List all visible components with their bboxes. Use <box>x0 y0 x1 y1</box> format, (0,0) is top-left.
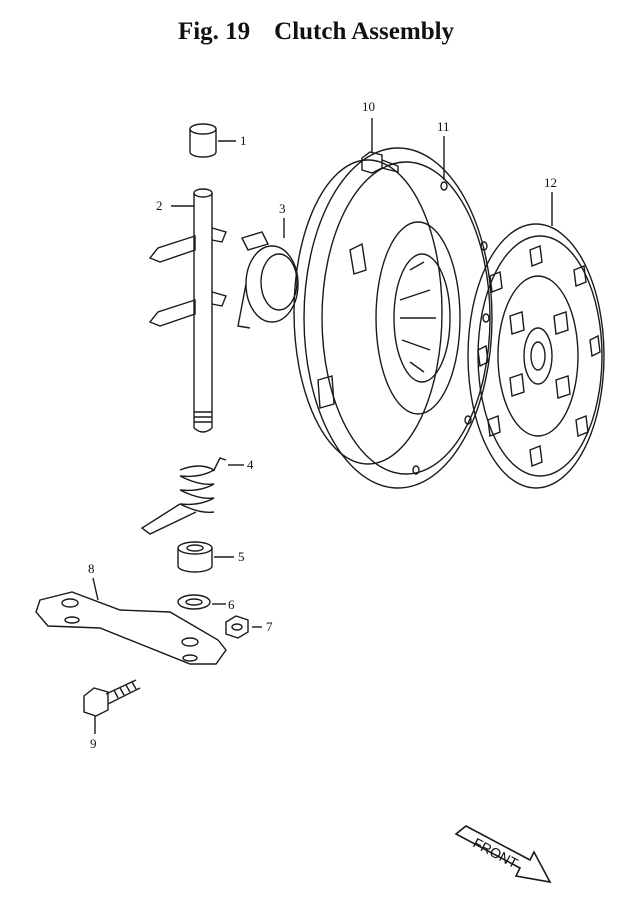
callout-2: 2 <box>156 198 163 213</box>
front-direction-arrow <box>454 825 552 884</box>
figure-title: Fig. 19 Clutch Assembly <box>0 18 632 46</box>
part-4-spring <box>140 457 244 535</box>
figure-caption: Clutch Assembly <box>274 18 455 45</box>
part-3-release-bearing <box>237 218 299 329</box>
part-8-bracket <box>35 577 227 665</box>
callout-3: 3 <box>279 201 286 216</box>
callout-9: 9 <box>90 736 97 751</box>
part-6-seal <box>177 594 226 610</box>
callout-10: 10 <box>362 99 375 114</box>
part-1-bushing <box>189 123 236 158</box>
callout-6: 6 <box>228 597 235 612</box>
callout-7: 7 <box>266 619 273 634</box>
part-5-sleeve <box>177 541 234 573</box>
callout-12: 12 <box>544 175 557 190</box>
part-7-nut <box>225 615 262 639</box>
callout-8: 8 <box>88 561 95 576</box>
figure-number: Fig. 19 <box>177 18 251 45</box>
callout-4: 4 <box>247 457 254 472</box>
callout-11: 11 <box>437 119 450 134</box>
callout-5: 5 <box>238 549 245 564</box>
part-11-pressure-plate <box>293 136 493 489</box>
part-12-clutch-disc <box>467 192 605 489</box>
part-2-release-shaft <box>148 188 227 433</box>
callout-1: 1 <box>240 133 247 148</box>
part-9-bolt <box>83 679 141 734</box>
front-label: FRONT <box>471 835 521 872</box>
